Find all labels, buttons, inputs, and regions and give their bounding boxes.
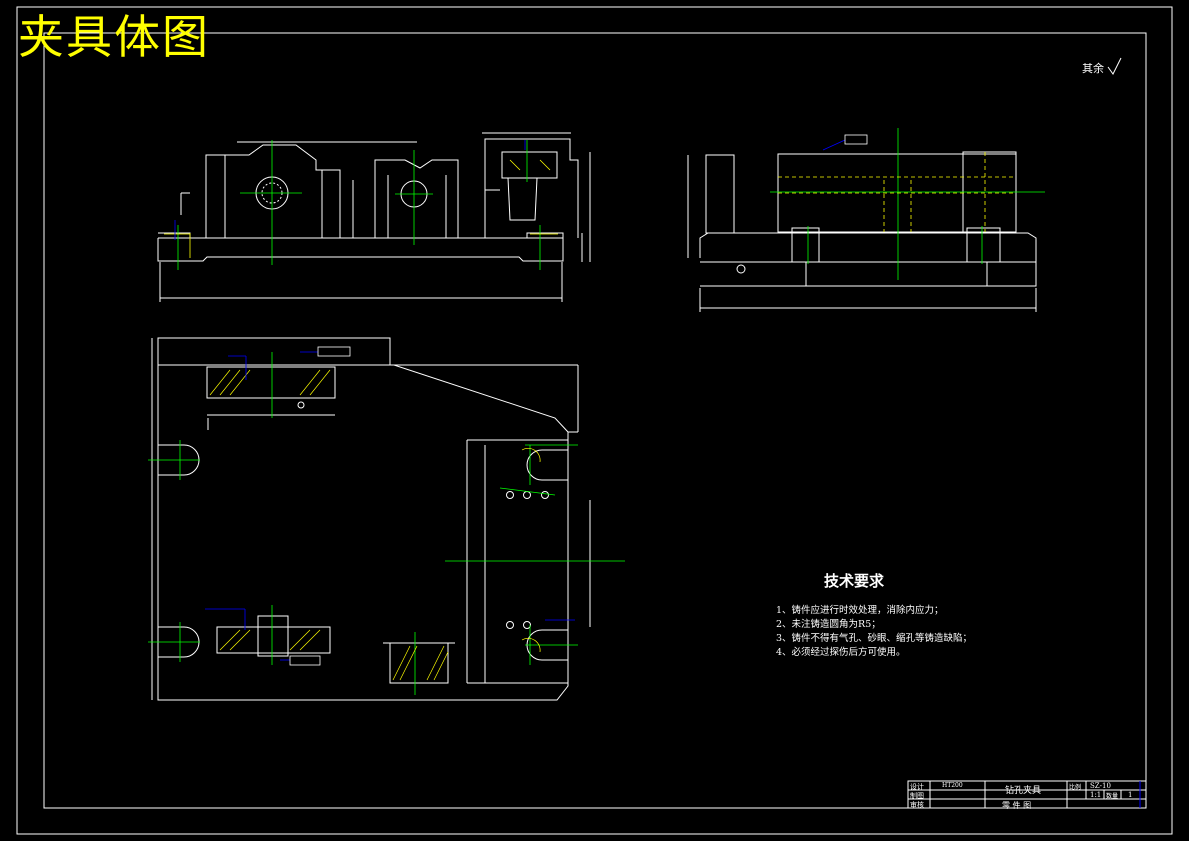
tech-requirement-item: 1、铸件应进行时效处理，消除内应力； (776, 605, 944, 616)
side-view-centerlines (770, 128, 1045, 280)
side-view (687, 151, 1037, 312)
title-block-check-label: 审核 (910, 801, 924, 809)
title-block-scale-label: 比例 (1069, 784, 1082, 791)
title-block-draw-label: 制图 (910, 792, 924, 800)
title-block-material: HT200 (942, 782, 963, 789)
top-view-hatch (209, 369, 541, 681)
front-view-annotations (174, 140, 526, 240)
title-block-design-label: 设计 (910, 783, 924, 791)
title-block-sheet-label: 数量 (1106, 793, 1119, 800)
title-block-sub-name: 零 件 图 (1002, 801, 1032, 810)
title-block-sheet-value: 1 (1128, 791, 1133, 799)
side-view-annotations (822, 134, 868, 151)
tech-requirement-item: 2、未注铸造圆角为R5； (776, 619, 881, 630)
title-block (907, 780, 1147, 809)
tech-requirement-item: 4、必须经过探伤后方可使用。 (776, 647, 906, 658)
side-view-hidden (778, 152, 1016, 232)
front-view (157, 132, 591, 302)
tech-requirement-item: 3、铸件不得有气孔、砂眼、缩孔等铸造缺陷； (776, 633, 973, 644)
title-block-part-name: 钻孔夹具 (1005, 786, 1042, 796)
title-block-scale: 1:1 (1090, 791, 1102, 799)
front-view-hatch (164, 159, 558, 258)
top-view-centerlines (148, 352, 625, 695)
top-view (151, 337, 591, 701)
front-view-centerlines (177, 140, 541, 270)
title-block-drawing-no: SZ-10 (1090, 782, 1111, 790)
roughness-label: 其余 (1082, 62, 1104, 75)
roughness-symbol (1107, 57, 1122, 75)
top-view-annotations (205, 346, 575, 666)
tech-requirements-title: 技术要求 (824, 572, 885, 590)
drawing-title: 夹具体图 (18, 10, 210, 64)
outer-frame (16, 6, 1173, 835)
inner-frame (43, 32, 1147, 809)
roughness-note: 其余 (1082, 60, 1104, 76)
